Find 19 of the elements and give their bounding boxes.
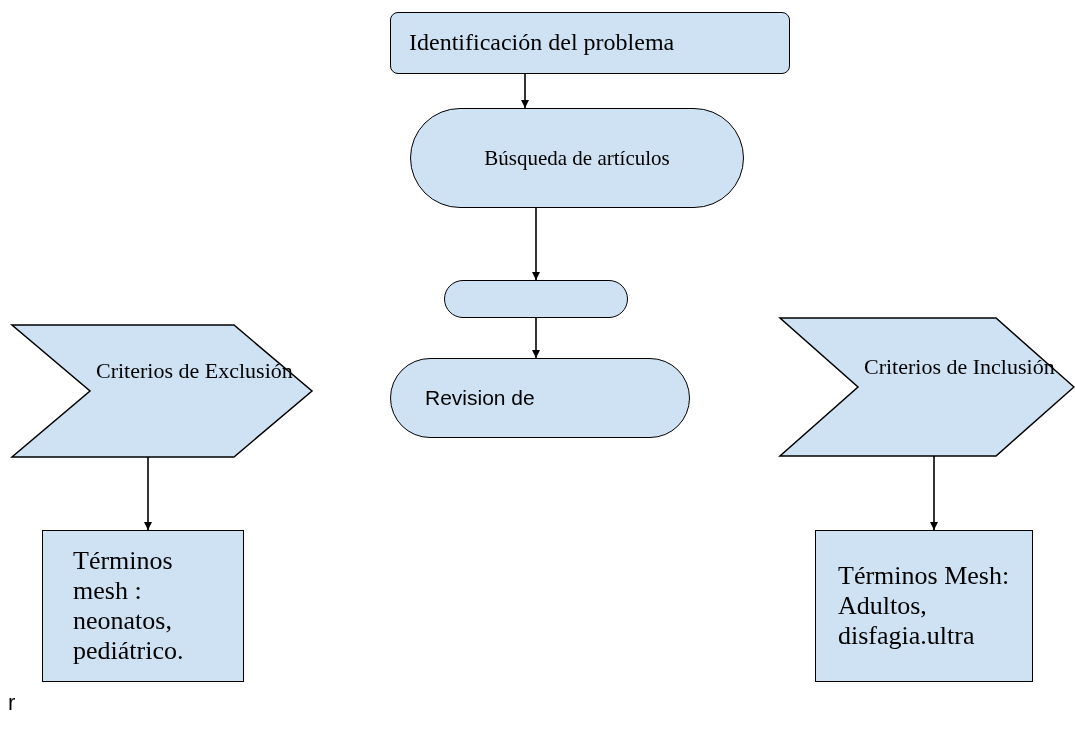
- arrow: [521, 73, 529, 109]
- node-label: Criterios de Exclusión: [96, 358, 293, 384]
- node-label: Criterios de Inclusión: [864, 354, 1055, 380]
- chevron-shape: [780, 318, 1074, 456]
- node-label: Identificación del problema: [409, 29, 675, 57]
- chevron-shape: [12, 325, 312, 457]
- node-label: Revision de: [425, 385, 535, 411]
- node-label: Términos mesh : neonatos, pediátrico.: [73, 546, 185, 666]
- process-box: [815, 530, 1033, 682]
- process-box: [390, 12, 790, 74]
- arrow: [930, 455, 938, 531]
- terminator-shape: [444, 280, 628, 318]
- arrow: [532, 207, 540, 281]
- node-label: Búsqueda de artículos: [484, 145, 670, 171]
- process-box: [42, 530, 244, 682]
- stray-letter: r: [8, 690, 16, 716]
- node-label: Términos Mesh: Adultos, disfagia.ultra: [838, 561, 1011, 651]
- arrow: [532, 317, 540, 359]
- arrow: [144, 456, 152, 531]
